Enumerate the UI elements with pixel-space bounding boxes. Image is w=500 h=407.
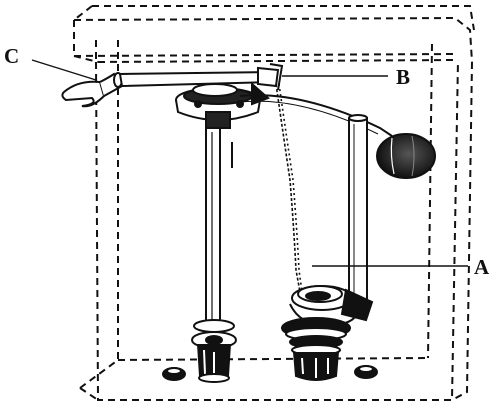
lift-chain <box>275 83 303 293</box>
label-a: A <box>474 255 490 279</box>
float-assembly <box>239 81 436 179</box>
leader-line-c <box>31 59 97 81</box>
leader-lines <box>31 59 468 267</box>
fill-valve <box>175 83 261 383</box>
trip-lever-arm <box>118 63 284 91</box>
flapper-assembly <box>281 285 374 381</box>
label-b: B <box>396 65 410 89</box>
label-c: C <box>4 44 19 68</box>
tank-outline <box>73 5 475 401</box>
trip-lever-handle <box>61 72 124 108</box>
overflow-tube <box>348 114 368 307</box>
tank-bolts <box>162 365 378 381</box>
